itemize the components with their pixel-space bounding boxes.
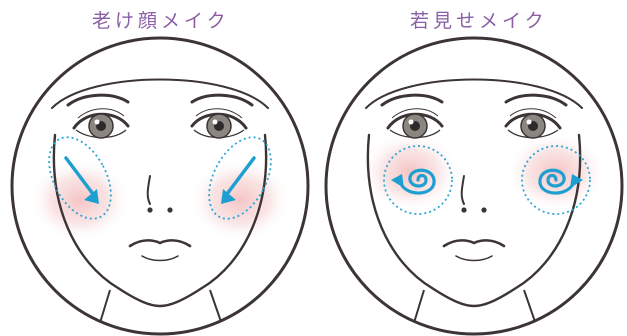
nose xyxy=(460,175,487,213)
caption-aging-makeup: 老け顔メイク xyxy=(92,10,230,32)
eyebrow-right xyxy=(190,93,254,107)
cheek-zone-left xyxy=(383,145,453,215)
cheek-zone-left xyxy=(48,136,112,220)
eye-right xyxy=(190,108,248,139)
lips xyxy=(128,239,192,262)
nose xyxy=(146,175,173,213)
frame-circle-left xyxy=(10,36,310,336)
face-outline xyxy=(366,133,582,308)
face-youthful xyxy=(360,78,606,334)
eyebrow-left xyxy=(66,93,130,107)
eyebrow-right xyxy=(504,93,568,107)
spiral-right-icon xyxy=(538,168,583,195)
face-outline xyxy=(52,133,268,308)
lips xyxy=(442,239,506,262)
eyebrow-left xyxy=(380,93,444,107)
blush-left xyxy=(28,158,132,242)
cheek-zone-right xyxy=(521,145,591,215)
eye-right xyxy=(504,108,562,139)
eye-left xyxy=(72,108,130,139)
eye-left xyxy=(386,108,444,139)
arrow-down-left-icon xyxy=(221,156,256,204)
blush-right xyxy=(188,158,292,242)
face-aging xyxy=(28,78,292,334)
arrow-down-right-icon xyxy=(64,156,99,204)
frame-circle-right xyxy=(324,36,624,336)
spiral-left-icon xyxy=(391,168,436,195)
blush-left xyxy=(360,132,460,212)
cheek-zone-right xyxy=(208,136,272,220)
caption-youthful-makeup: 若見せメイク xyxy=(410,10,548,32)
